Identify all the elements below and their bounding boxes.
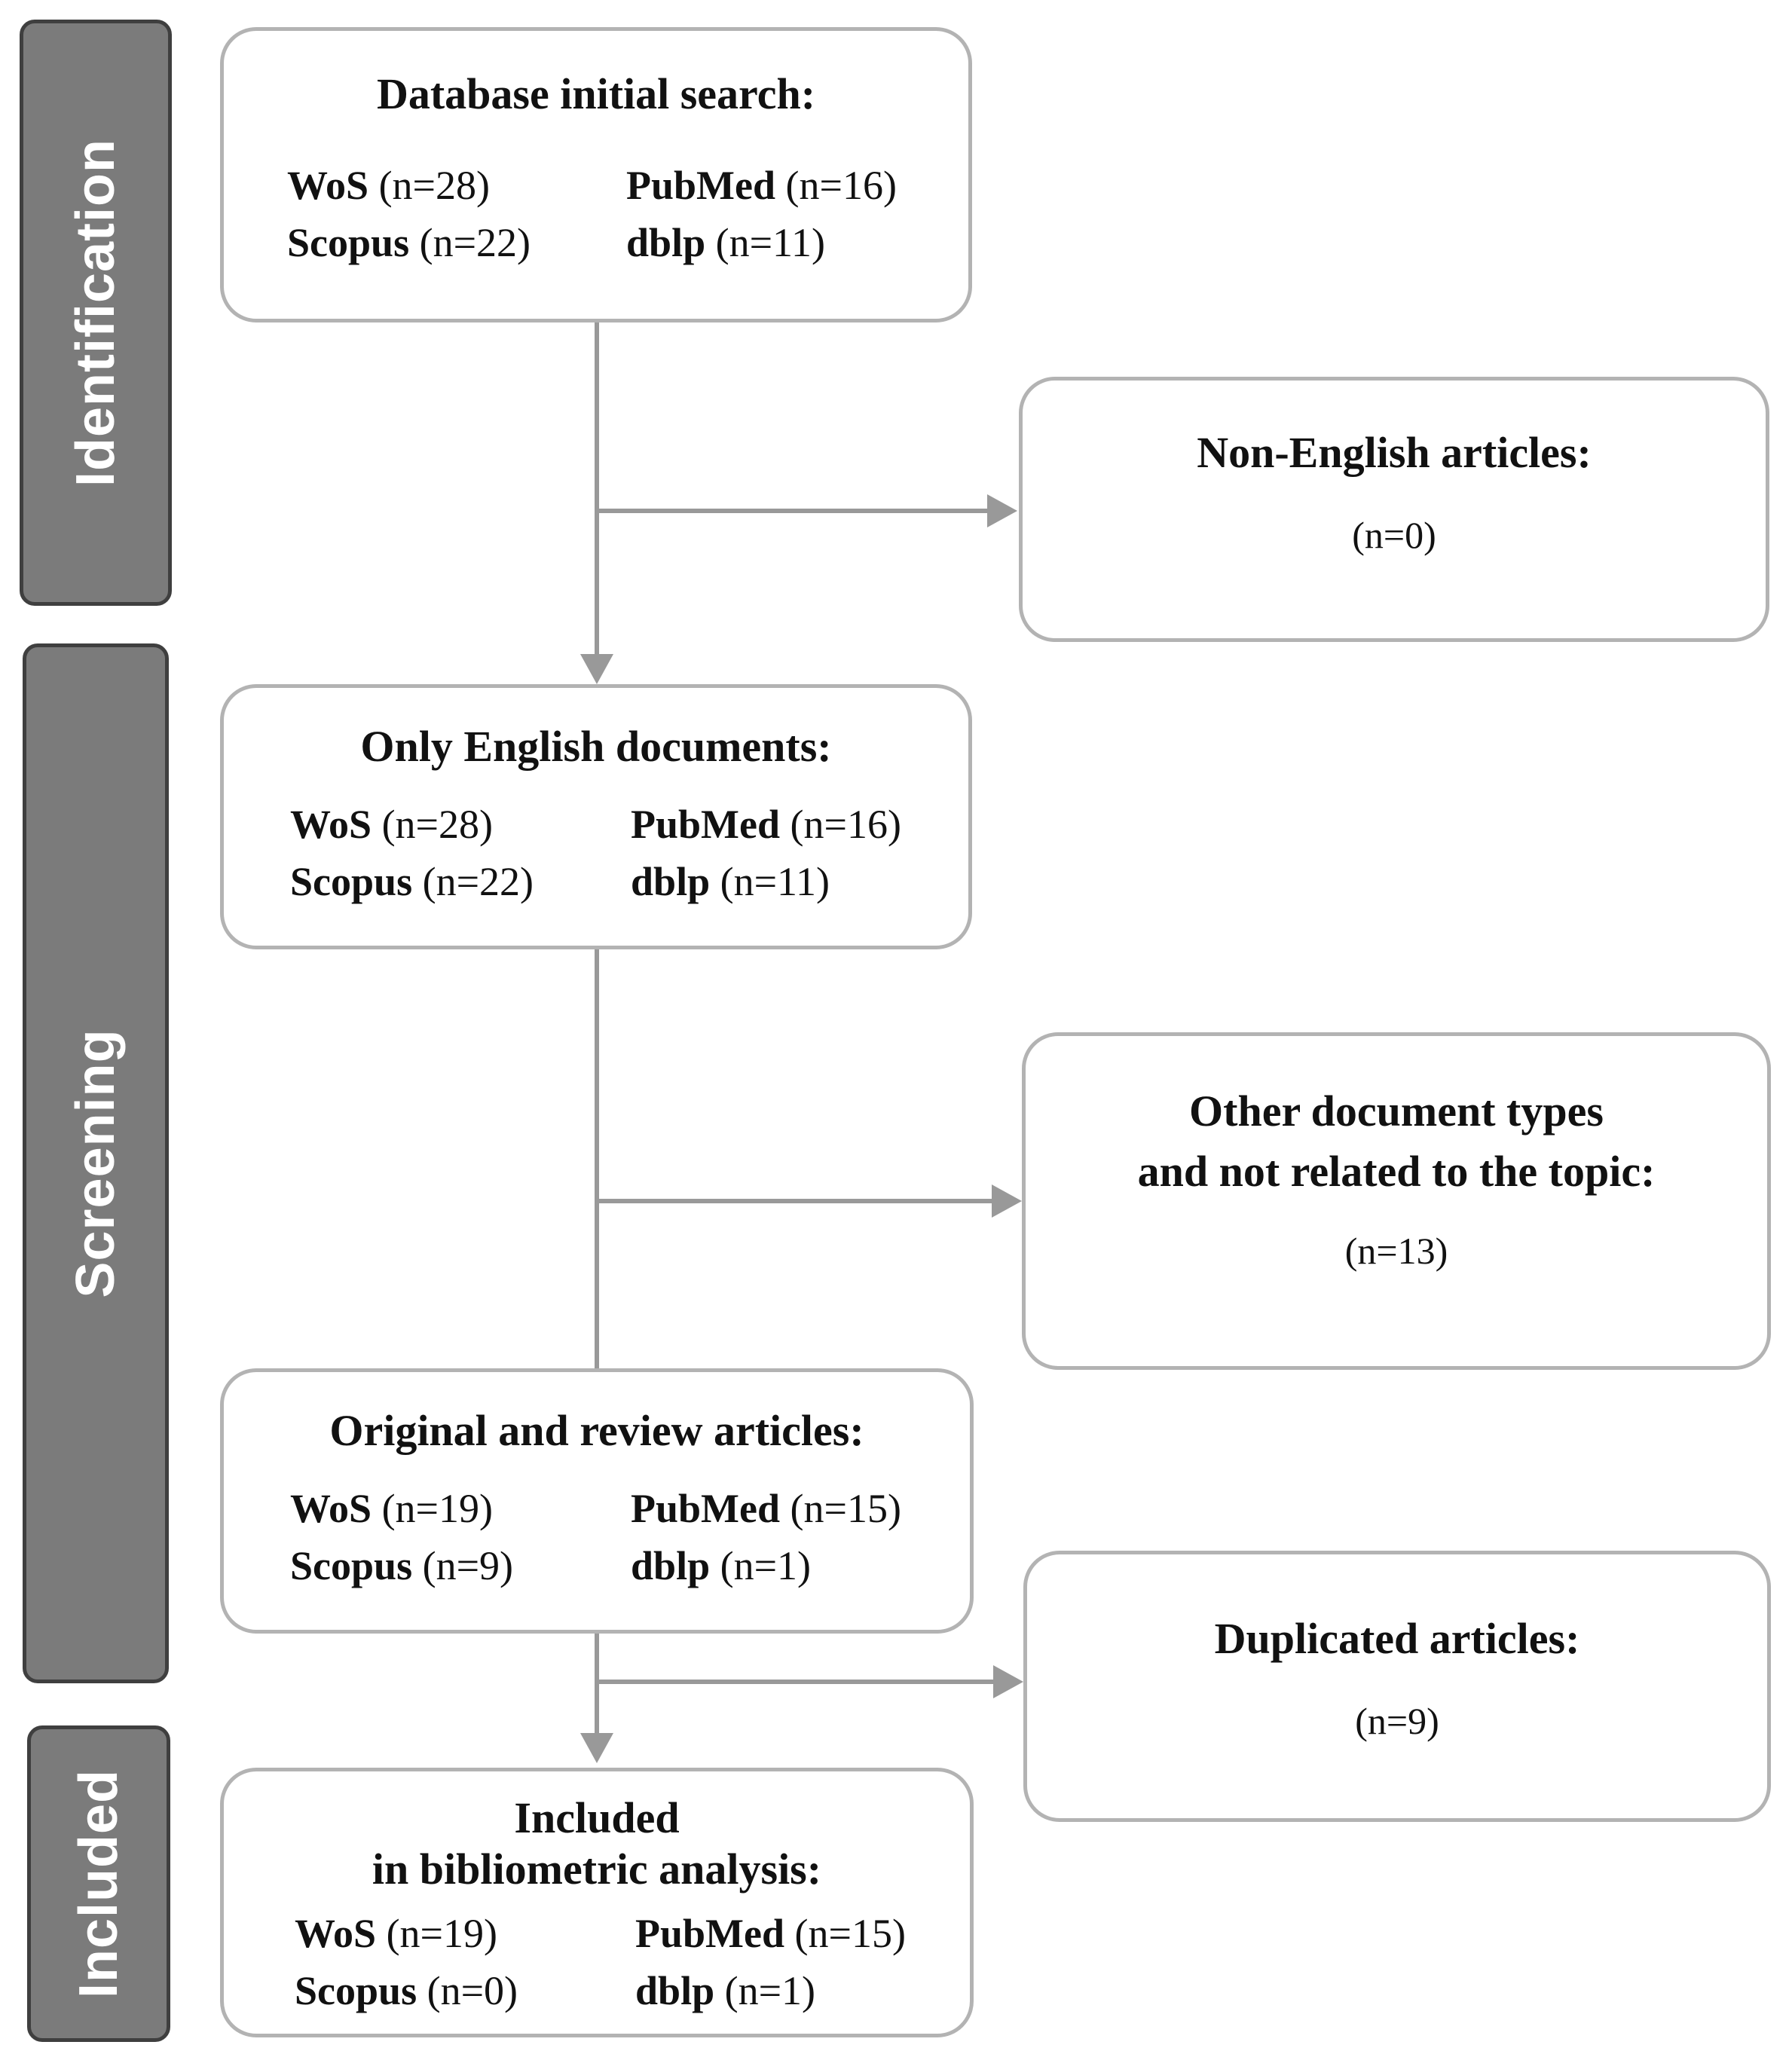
source-pubmed: PubMed (n=15) (631, 1486, 901, 1531)
box-non-english-title: Non-English articles: (1197, 428, 1592, 477)
source-wos: WoS (n=19) (290, 1486, 493, 1531)
box-other-types-title-1: Other document types (1189, 1087, 1604, 1136)
box-original-review-title: Original and review articles: (329, 1406, 864, 1455)
source-scopus: Scopus (n=9) (290, 1543, 514, 1588)
box-duplicated-title: Duplicated articles: (1214, 1614, 1580, 1663)
source-dblp: dblp (n=1) (631, 1543, 812, 1588)
source-scopus: Scopus (n=0) (295, 1968, 518, 2013)
source-dblp: dblp (n=11) (631, 859, 830, 904)
box-non-english-count: (n=0) (1352, 514, 1436, 556)
source-wos: WoS (n=28) (290, 802, 493, 847)
box-other-types-title-2: and not related to the topic: (1137, 1147, 1656, 1196)
box-included-title-2: in bibliometric analysis: (372, 1845, 822, 1894)
arrowhead-included (580, 1733, 613, 1763)
box-initial-search-title: Database initial search: (376, 69, 816, 118)
source-dblp: dblp (n=11) (626, 220, 826, 265)
source-scopus: Scopus (n=22) (290, 859, 534, 904)
box-included: Included in bibliometric analysis: WoS (… (220, 1768, 974, 2037)
source-wos: WoS (n=19) (295, 1911, 497, 1956)
arrowhead-duplicated (993, 1665, 1023, 1698)
source-wos: WoS (n=28) (287, 163, 490, 208)
box-included-title-1: Included (514, 1793, 680, 1842)
box-other-types-count: (n=13) (1344, 1230, 1448, 1272)
box-duplicated: Duplicated articles: (n=9) (1023, 1551, 1771, 1822)
stage-identification: Identification (20, 20, 172, 606)
source-pubmed: PubMed (n=16) (631, 802, 901, 847)
box-english-title: Only English documents: (360, 722, 832, 771)
box-non-english: Non-English articles: (n=0) (1019, 377, 1769, 642)
box-other-types: Other document types and not related to … (1022, 1032, 1771, 1370)
stage-screening: Screening (23, 643, 169, 1683)
source-dblp: dblp (n=1) (635, 1968, 816, 2013)
arrowhead-non-english (987, 494, 1017, 527)
arrowhead-other-types (992, 1184, 1022, 1218)
arrowhead-english (580, 654, 613, 684)
box-original-review: Original and review articles: WoS (n=19)… (220, 1368, 974, 1634)
source-scopus: Scopus (n=22) (287, 220, 531, 265)
box-english: Only English documents: WoS (n=28) PubMe… (220, 684, 972, 949)
source-pubmed: PubMed (n=16) (626, 163, 897, 208)
box-initial-search: Database initial search: WoS (n=28) PubM… (220, 27, 972, 322)
box-duplicated-count: (n=9) (1355, 1700, 1439, 1742)
source-pubmed: PubMed (n=15) (635, 1911, 906, 1956)
stage-included: Included (27, 1725, 170, 2042)
